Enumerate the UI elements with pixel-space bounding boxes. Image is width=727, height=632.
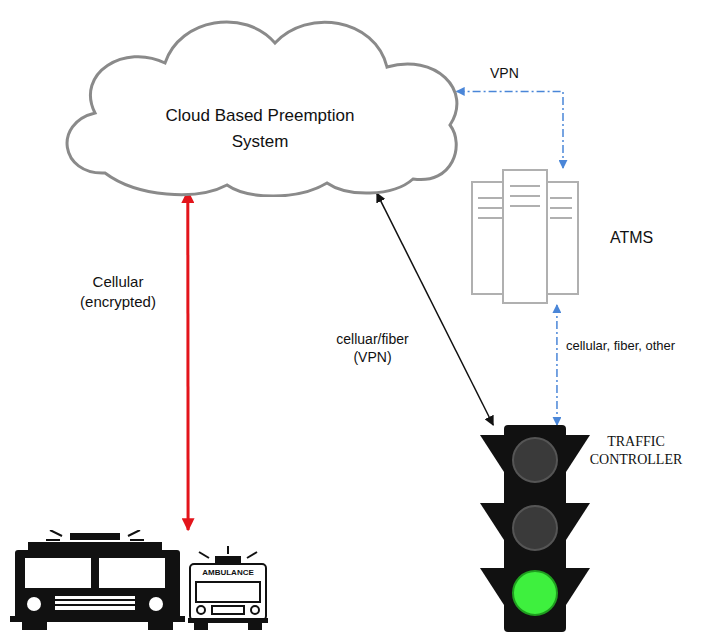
- vehicle-node: AMBULANCE: [10, 530, 270, 630]
- cloud-title: Cloud Based Preemption System: [165, 103, 355, 154]
- vehicle-icons: [10, 530, 270, 630]
- cloud-shape: [45, 5, 465, 197]
- atms-link: [556, 305, 558, 425]
- server-node: ATMS: [470, 168, 580, 305]
- edge-label: VPN: [490, 64, 530, 82]
- edge-label: celluar/fiber (VPN): [330, 330, 415, 366]
- vpn-dashed-link: [457, 91, 563, 168]
- controller-label: TRAFFIC CONTROLLER: [584, 433, 688, 469]
- traffic-controller-node: TRAFFIC CONTROLLER: [480, 425, 590, 632]
- cloud-node: Cloud Based Preemption System: [45, 5, 465, 197]
- ambulance-label: AMBULANCE: [192, 567, 264, 579]
- traffic-light-icon: [480, 425, 590, 632]
- edge-label: Cellular (encrypted): [68, 272, 168, 311]
- fire-truck-icon: [10, 530, 185, 630]
- edge-label: cellular, fiber, other: [566, 338, 721, 355]
- server-label: ATMS: [610, 228, 670, 247]
- server-icon: [470, 168, 580, 305]
- ambulance-icon: [188, 546, 268, 630]
- cellular-link: [186, 191, 189, 530]
